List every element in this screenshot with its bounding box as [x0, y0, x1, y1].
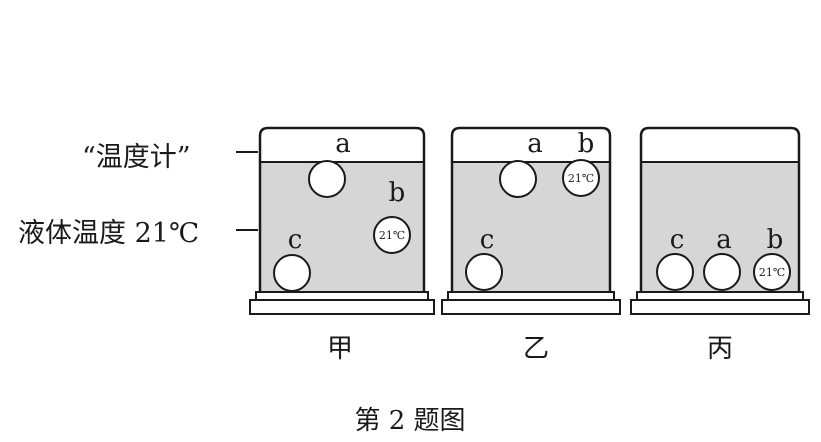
beaker-yi: a 21℃ b c 乙: [441, 126, 621, 364]
liquid-temperature-label: 液体温度 21℃: [18, 218, 199, 249]
ball-b-jia: [373, 216, 411, 254]
beaker-name-jia: 甲: [327, 334, 353, 364]
ball-b-yi: [562, 159, 600, 197]
beaker-wall-yi: [450, 126, 612, 292]
ball-letter-c-yi: c: [480, 225, 495, 255]
thermometer-label: “温度计”: [82, 142, 191, 173]
base-top-yi: [447, 291, 615, 301]
ball-letter-a-bing: a: [716, 225, 732, 255]
ball-letter-b-yi: b: [578, 129, 595, 159]
ball-c-jia: [273, 254, 311, 292]
base-bottom-yi: [441, 299, 621, 315]
ball-c-yi: [465, 253, 503, 291]
ball-letter-a-yi: a: [527, 129, 543, 159]
figure-caption: 第 2 题图: [354, 406, 465, 436]
beaker-bing: c a 21℃ b 丙: [630, 126, 810, 364]
beaker-wall-bing: [639, 126, 801, 292]
ball-letter-b-bing: b: [767, 225, 784, 255]
ball-reading-b-yi: 21℃: [568, 172, 594, 185]
ball-b-bing: [753, 253, 791, 291]
ball-letter-b-jia: b: [389, 178, 406, 208]
ball-reading-b-bing: 21℃: [759, 266, 785, 279]
ball-a-jia: [308, 160, 346, 198]
beaker-name-bing: 丙: [707, 334, 733, 364]
beaker-name-yi: 乙: [523, 334, 549, 364]
beaker-wall-jia: [258, 126, 426, 292]
ball-a-yi: [499, 160, 537, 198]
base-top-bing: [636, 291, 804, 301]
ball-letter-c-bing: c: [670, 225, 685, 255]
ball-a-bing: [703, 253, 741, 291]
beaker-jia: a 21℃ b c 甲: [249, 126, 435, 364]
base-top-jia: [255, 291, 429, 301]
base-bottom-jia: [249, 299, 435, 315]
ball-letter-a-jia: a: [335, 129, 351, 159]
base-bottom-bing: [630, 299, 810, 315]
ball-c-bing: [656, 253, 694, 291]
ball-reading-b-jia: 21℃: [379, 229, 405, 242]
ball-letter-c-jia: c: [288, 225, 303, 255]
